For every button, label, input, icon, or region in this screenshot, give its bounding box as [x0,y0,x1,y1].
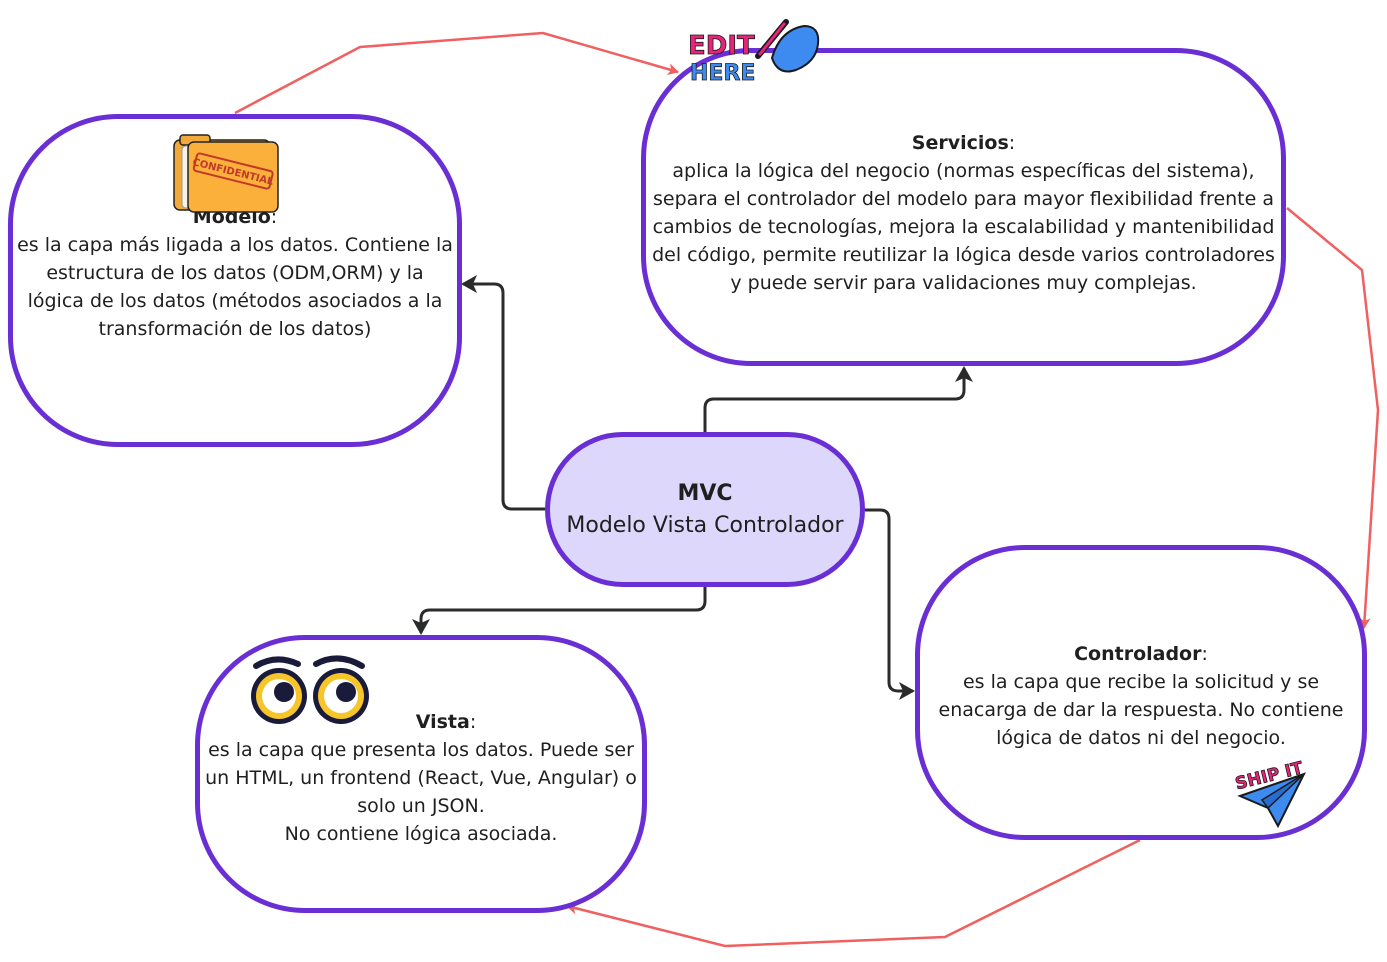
hub-arrow-to-servicios [703,366,973,432]
edit-sticker-text: EDIT [688,31,755,61]
vista-line-3: solo un JSON. [357,795,485,817]
cartoon-eyes-icon [251,655,369,724]
vista-heading: Vista: [415,711,477,733]
edit-here-hand-icon: EDIT HERE [688,19,820,86]
vista-line-2: un HTML, un frontend (React, Vue, Angula… [205,767,637,789]
here-sticker-text: HERE [690,61,755,86]
servicios-line-1: aplica la lógica del negocio (normas esp… [672,160,1255,182]
modelo-line-2: estructura de los datos (ODM,ORM) y la [46,262,424,284]
modelo-line-3: lógica de los datos (métodos asociados a… [27,290,443,312]
servicios-line-3: cambios de tecnologías, mejora la escala… [652,216,1275,238]
hub-arrow-to-vista [412,587,707,635]
servicios-title: Servicios [911,132,1009,154]
mvc-title: MVC [677,480,733,506]
controlador-title: Controlador [1074,643,1202,665]
hub-arrow-to-controlador [865,508,915,700]
confidential-folder-icon: CONFIDENTIAL [173,134,279,213]
cycle-arrow-modelo-to-servicios [234,31,679,115]
controlador-line-3: lógica de datos ni del negocio. [996,727,1286,749]
vista-line-4: No contiene lógica asociada. [284,823,558,845]
controlador-heading: Controlador: [1074,643,1208,665]
controlador-line-1: es la capa que recibe la solicitud y se [962,671,1320,693]
mvc-center-node[interactable]: MVC Modelo Vista Controlador [545,432,865,587]
servicios-line-2: separa el controlador del modelo para ma… [653,188,1274,210]
cycle-arrow-controlador-to-vista [566,838,1141,948]
controlador-line-2: enacarga de dar la respuesta. No contien… [938,699,1344,721]
modelo-line-4: transformación de los datos) [98,318,372,340]
servicios-heading: Servicios: [911,132,1016,154]
cycle-arrow-servicios-to-controlador [1286,207,1380,629]
vista-line-1: es la capa que presenta los datos. Puede… [208,739,634,761]
mvc-subtitle: Modelo Vista Controlador [566,512,844,538]
modelo-line-1: es la capa más ligada a los datos. Conti… [17,234,453,256]
ship-it-paper-plane-icon: SHIP IT [1233,758,1306,829]
hub-arrow-to-modelo [461,275,545,511]
vista-title: Vista [415,711,470,733]
servicios-line-5: y puede servir para validaciones muy com… [730,272,1197,294]
modelo-node[interactable]: Modelo: es la capa más ligada a los dato… [8,114,462,447]
servicios-node[interactable]: Servicios: aplica la lógica del negocio … [641,48,1286,366]
servicios-line-4: del código, permite reutilizar la lógica… [652,244,1275,266]
